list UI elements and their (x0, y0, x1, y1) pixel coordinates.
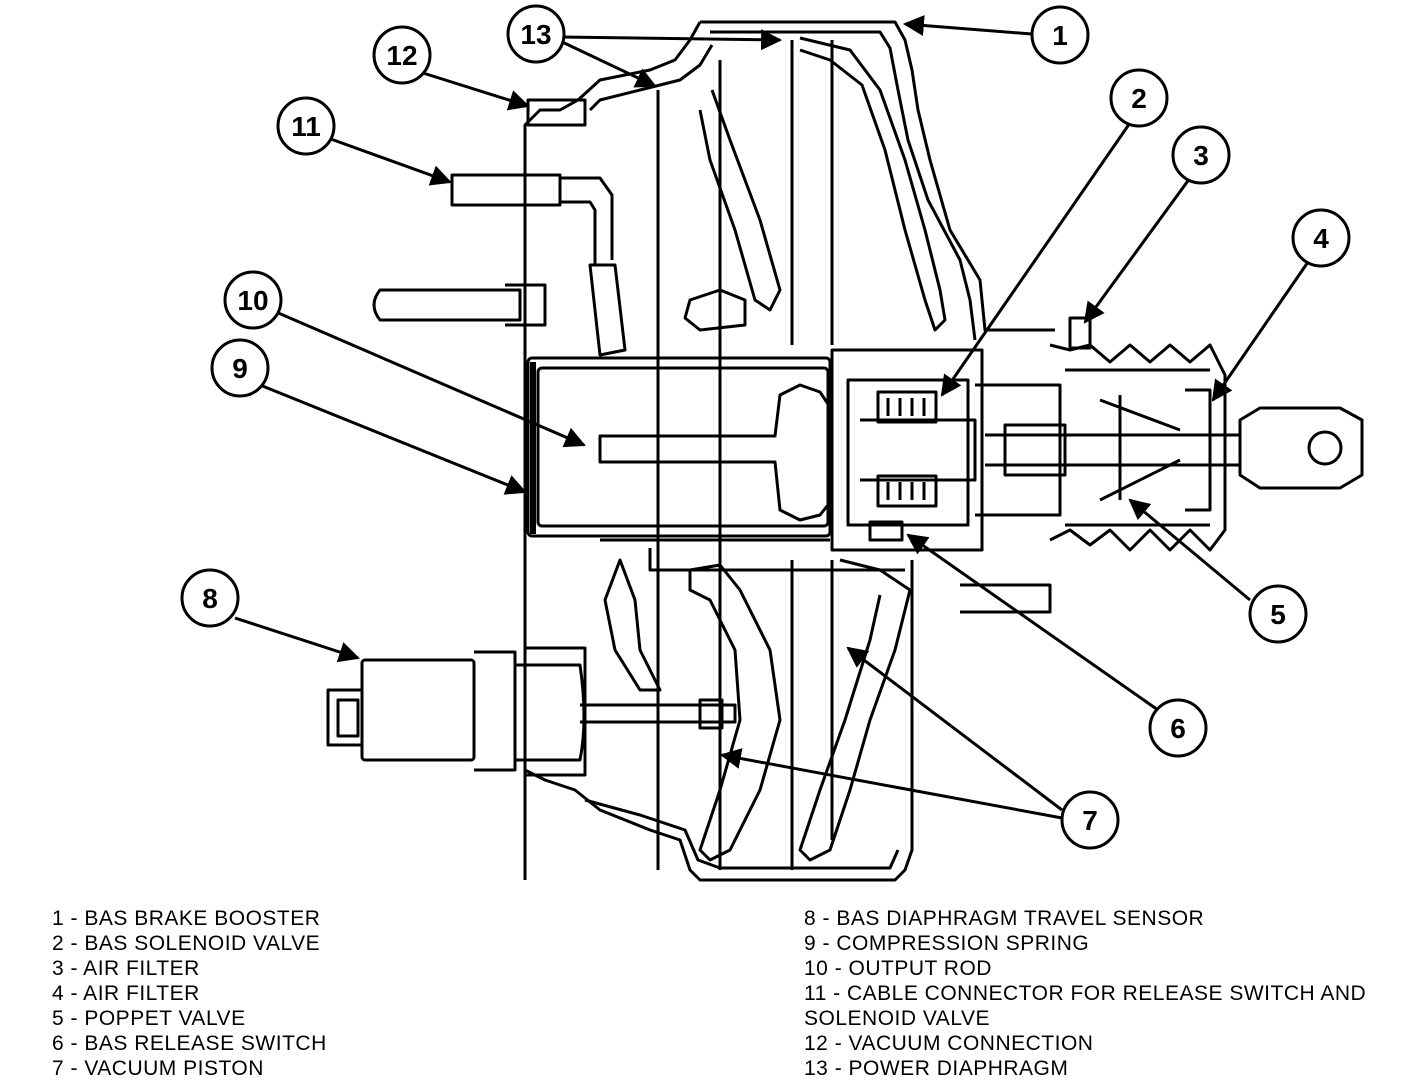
rear-shell-inner (588, 44, 714, 112)
bellows-boot (1049, 343, 1227, 552)
callout-13: 13 (506, 4, 566, 64)
callout-12-label: 12 (386, 40, 417, 71)
spring-housing (526, 356, 832, 538)
legend-right-column: 8 - BAS DIAPHRAGM TRAVEL SENSOR 9 - COMP… (804, 906, 1366, 1081)
legend-item: 10 - OUTPUT ROD (804, 957, 992, 980)
legend-item: 9 - COMPRESSION SPRING (804, 932, 1090, 955)
cable-connector (450, 173, 562, 207)
legend-item: 12 - VACUUM CONNECTION (804, 1032, 1094, 1055)
front-shell-inner (710, 30, 977, 341)
legend-item: 3 - AIR FILTER (52, 957, 200, 980)
legend-item: 5 - POPPET VALVE (52, 1007, 246, 1030)
callout-5-label: 5 (1270, 599, 1286, 630)
legend-item: 13 - POWER DIAPHRAGM (804, 1057, 1069, 1080)
callout-6-label: 6 (1170, 713, 1186, 744)
callout-2: 2 (1109, 68, 1169, 128)
callout-9-label: 9 (232, 353, 248, 384)
front-shell (700, 20, 1055, 332)
leader-lines (234, 15, 1310, 820)
output-rod (598, 383, 834, 522)
callout-11-label: 11 (291, 111, 321, 142)
callout-7: 7 (1060, 790, 1120, 850)
callout-1: 1 (1030, 5, 1090, 65)
rear-shell (523, 21, 702, 880)
callout-10: 10 (223, 270, 283, 330)
callout-10-label: 10 (237, 285, 268, 316)
power-diaphragm-lower (798, 558, 912, 862)
solenoid-coil-bottom (876, 474, 938, 508)
callout-8-label: 8 (202, 583, 218, 614)
bottom-shell (523, 560, 914, 882)
callout-13-label: 13 (520, 19, 551, 50)
callout-12: 12 (372, 25, 432, 85)
travel-sensor-body (360, 658, 476, 762)
callout-6: 6 (1148, 698, 1208, 758)
callout-4-label: 4 (1313, 223, 1329, 254)
callout-9: 9 (210, 338, 270, 398)
callout-8: 8 (180, 568, 240, 628)
callout-5: 5 (1248, 584, 1308, 644)
legend-item: 4 - AIR FILTER (52, 982, 200, 1005)
legend-item: 11 - CABLE CONNECTOR FOR RELEASE SWITCH … (804, 982, 1367, 1005)
legend-item: 1 - BAS BRAKE BOOSTER (52, 907, 321, 930)
bottom-shell-inner (584, 798, 900, 870)
clevis (1238, 406, 1364, 490)
legend-item: 8 - BAS DIAPHRAGM TRAVEL SENSOR (804, 907, 1205, 930)
vacuum-connection (526, 98, 587, 127)
legend-item: 6 - BAS RELEASE SWITCH (52, 1032, 327, 1055)
left-stud (372, 288, 522, 322)
callout-11: 11 (276, 96, 336, 156)
legend-item: 7 - VACUUM PISTON (52, 1057, 264, 1080)
callout-3: 3 (1171, 125, 1231, 185)
legend-left-column: 1 - BAS BRAKE BOOSTER 2 - BAS SOLENOID V… (52, 906, 327, 1081)
callout-4: 4 (1291, 208, 1351, 268)
vacuum-piston-upper (698, 89, 782, 312)
callout-7-label: 7 (1082, 805, 1098, 836)
vacuum-piston-lower (688, 563, 782, 862)
callout-3-label: 3 (1193, 140, 1209, 171)
legend-item: SOLENOID VALVE (804, 1007, 990, 1030)
power-diaphragm-upper (799, 36, 947, 332)
callout-2-label: 2 (1131, 83, 1147, 114)
legend-item: 2 - BAS SOLENOID VALVE (52, 932, 321, 955)
solenoid-coil-top (876, 390, 938, 424)
callout-1-label: 1 (1052, 20, 1068, 51)
